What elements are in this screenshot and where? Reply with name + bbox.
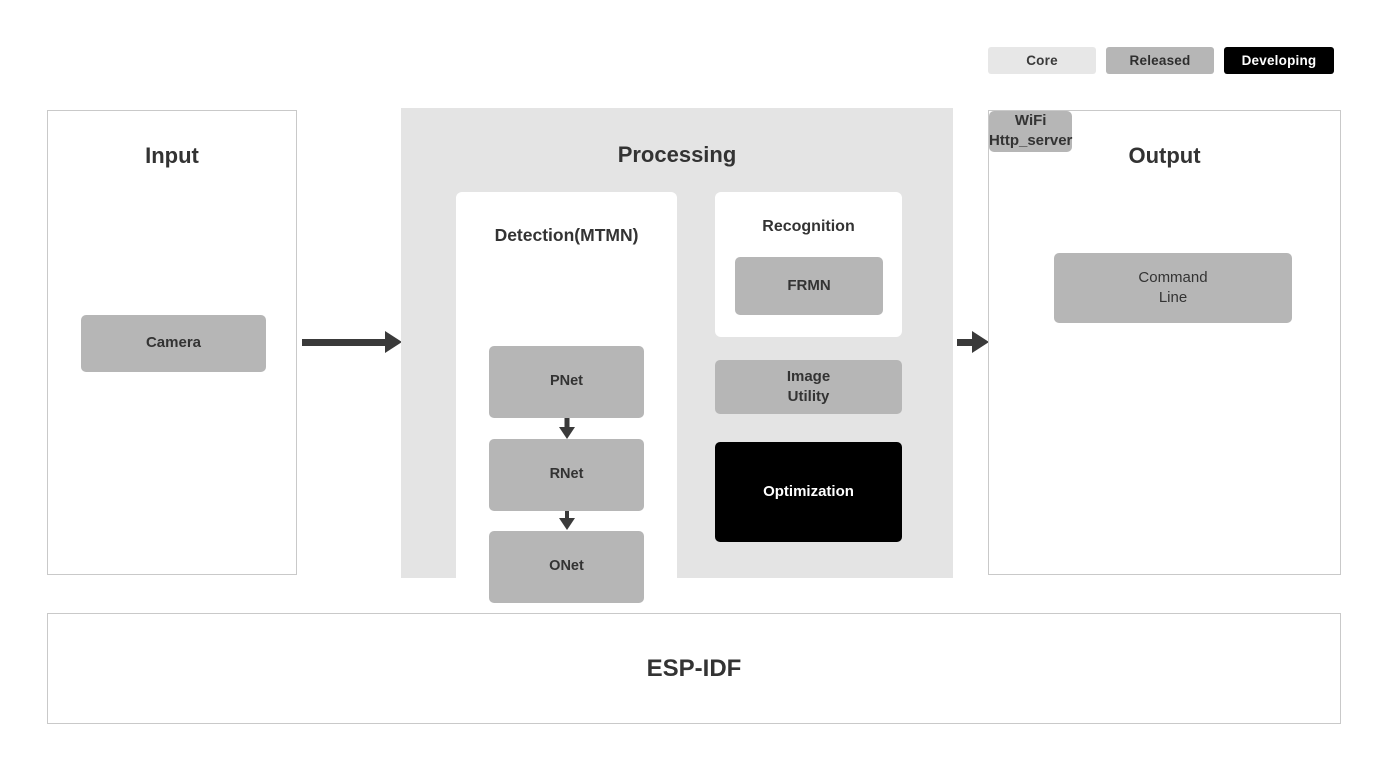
- panel-input: Input Camera: [47, 110, 297, 575]
- arrow-shaft: [564, 511, 569, 521]
- box-pnet: PNet: [489, 346, 644, 418]
- box-optimization: Optimization: [715, 442, 902, 542]
- panel-input-title: Input: [145, 143, 199, 168]
- arrow-shaft: [302, 338, 385, 346]
- box-rnet: RNet: [489, 439, 644, 511]
- arrow-shaft: [957, 338, 972, 346]
- box-command-line: Command Line: [1054, 253, 1292, 323]
- panel-output-title: Output: [1128, 143, 1201, 168]
- box-frmn: FRMN: [735, 257, 883, 315]
- panel-esp-idf: ESP-IDF: [47, 613, 1341, 724]
- legend-badge-released: Released: [1106, 47, 1214, 74]
- panel-output: Output Command Line WiFi Http_server: [988, 110, 1341, 575]
- legend-badge-developing: Developing: [1224, 47, 1334, 74]
- arrow-shaft: [564, 418, 569, 430]
- box-camera: Camera: [81, 315, 266, 372]
- arrow-head: [558, 518, 575, 530]
- box-image-utility: Image Utility: [715, 360, 902, 414]
- card-recognition-title: Recognition: [762, 218, 855, 235]
- card-detection-title: Detection(MTMN): [494, 225, 639, 245]
- status-legend: Core Released Developing: [988, 47, 1343, 74]
- arrow-processing-to-output: [957, 331, 989, 353]
- esp-idf-label: ESP-IDF: [646, 654, 742, 682]
- arrow-head: [385, 331, 402, 353]
- box-onet: ONet: [489, 531, 644, 603]
- panel-processing: Processing Detection(MTMN) PNet RNet ONe…: [401, 108, 953, 651]
- card-detection: Detection(MTMN) PNet RNet ONet: [456, 192, 677, 651]
- panel-processing-title: Processing: [617, 142, 737, 167]
- legend-badge-core: Core: [988, 47, 1096, 74]
- card-recognition: Recognition FRMN: [715, 192, 902, 337]
- arrow-input-to-processing: [302, 331, 402, 353]
- arrow-head: [558, 427, 575, 439]
- arrow-head: [972, 331, 989, 353]
- box-wifi-http-server: WiFi Http_server: [989, 111, 1073, 152]
